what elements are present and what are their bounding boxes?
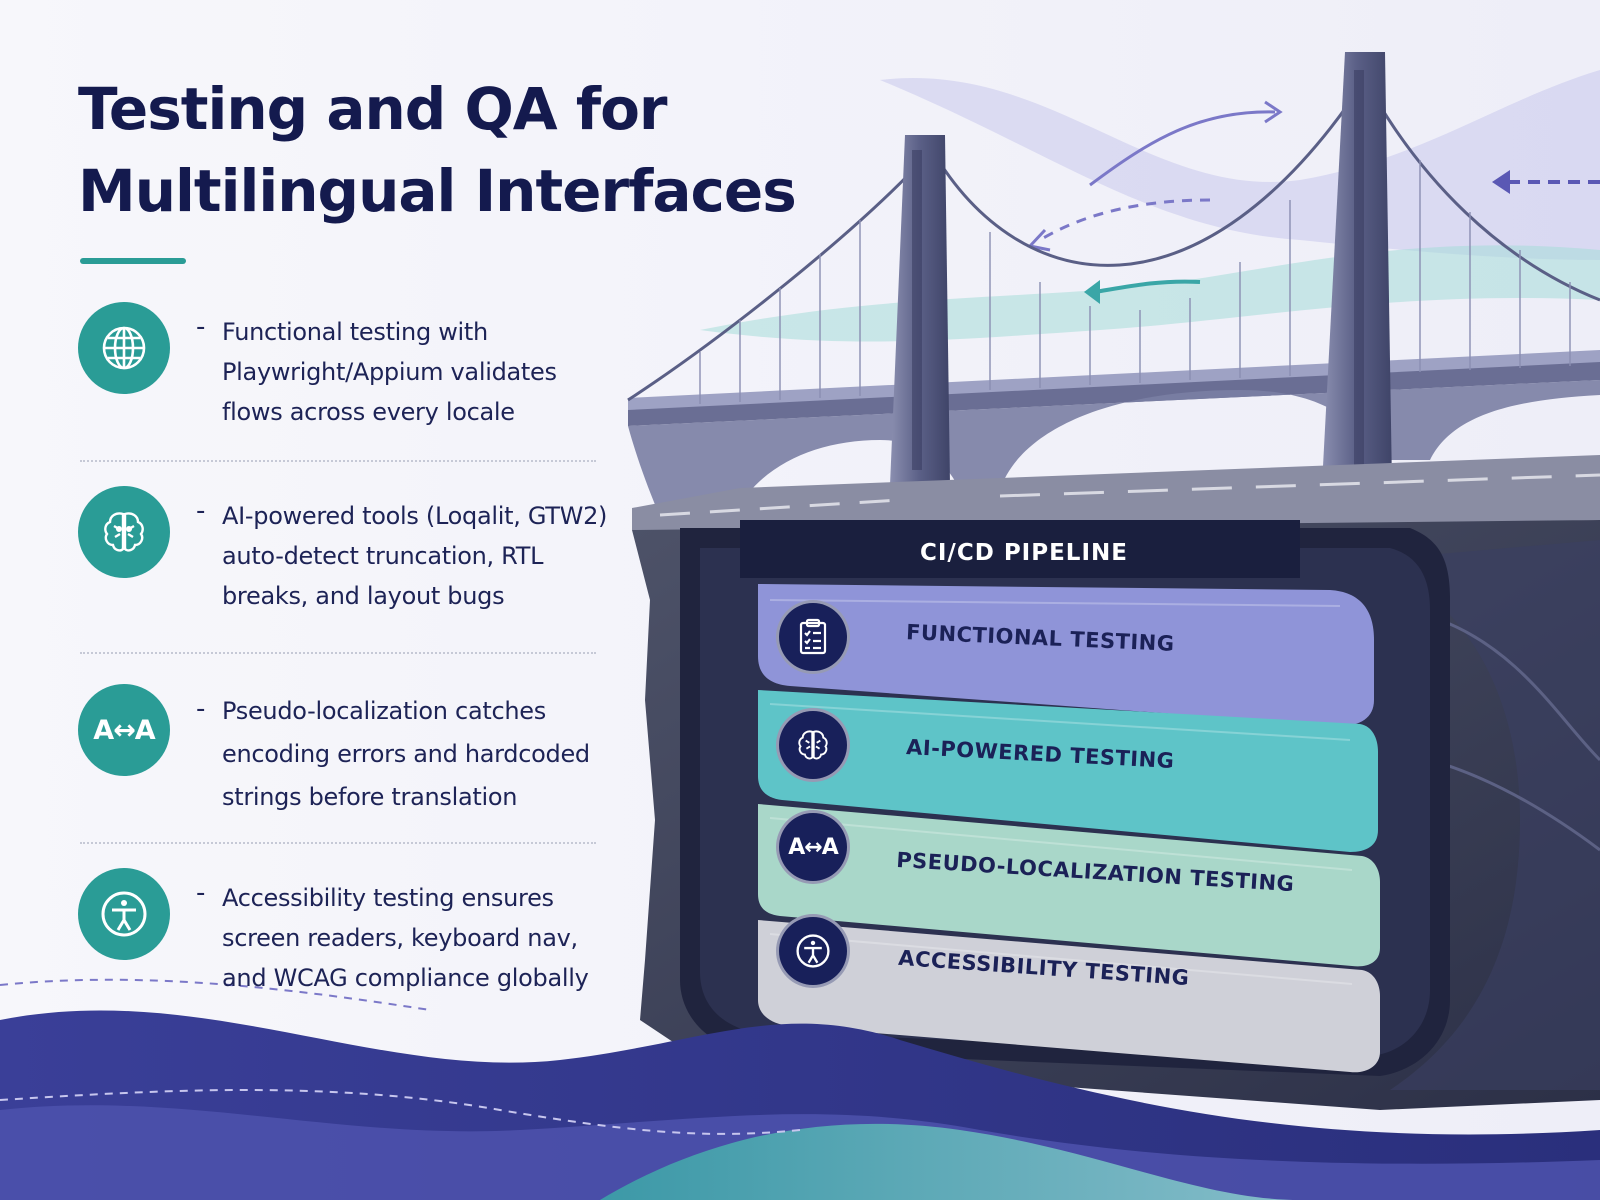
stage-label: FUNCTIONAL TESTING xyxy=(905,620,1176,656)
stage-label: AI-POWERED TESTING xyxy=(905,734,1175,774)
feature-item-accessibility: - Accessibility testing ensures screen r… xyxy=(78,868,598,998)
feature-line: Pseudo-localization catches xyxy=(222,697,546,725)
feature-line: Functional testing with xyxy=(222,318,488,346)
bullet-dash: - xyxy=(196,694,206,724)
feature-line: auto-detect truncation, RTL xyxy=(222,542,544,570)
feature-description: AI-powered tools (Loqalit, GTW2) auto-de… xyxy=(222,496,612,616)
text-swap-glyph: A↔A xyxy=(788,834,838,860)
feature-line: Playwright/Appium validates xyxy=(222,358,557,386)
feature-item-pseudo-localization: A↔A - Pseudo-localization catches encodi… xyxy=(78,684,598,814)
stage-ai-powered-testing: AI-POWERED TESTING xyxy=(758,698,1364,818)
stage-label: PSEUDO-LOCALIZATION TESTING xyxy=(895,847,1295,897)
title-accent-rule xyxy=(80,258,186,264)
accessibility-icon xyxy=(78,868,170,960)
bullet-dash: - xyxy=(196,496,206,526)
text-swap-glyph: A↔A xyxy=(93,714,155,746)
stage-accessibility-testing: ACCESSIBILITY TESTING xyxy=(758,912,1364,1032)
page-title: Testing and QA for Multilingual Interfac… xyxy=(78,68,838,232)
feature-line: encoding errors and hardcoded xyxy=(222,740,590,768)
feature-line: AI-powered tools (Loqalit, GTW2) xyxy=(222,502,608,530)
stage-functional-testing: FUNCTIONAL TESTING xyxy=(758,584,1364,694)
bullet-dash: - xyxy=(196,878,206,908)
feature-description: Accessibility testing ensures screen rea… xyxy=(222,878,612,998)
title-line-1: Testing and QA for xyxy=(78,75,668,143)
feature-line: flows across every locale xyxy=(222,398,515,426)
feature-line: screen readers, keyboard nav, xyxy=(222,924,578,952)
feature-divider xyxy=(80,652,596,654)
brain-icon xyxy=(776,708,850,782)
feature-divider xyxy=(80,460,596,462)
feature-line: breaks, and layout bugs xyxy=(222,582,505,610)
globe-icon xyxy=(78,302,170,394)
feature-description: Functional testing with Playwright/Appiu… xyxy=(222,312,612,432)
feature-item-functional: - Functional testing with Playwright/App… xyxy=(78,302,598,432)
brain-icon xyxy=(78,486,170,578)
title-line-2: Multilingual Interfaces xyxy=(78,157,797,225)
feature-line: and WCAG compliance globally xyxy=(222,964,589,992)
feature-line: Accessibility testing ensures xyxy=(222,884,554,912)
stage-label: ACCESSIBILITY TESTING xyxy=(897,945,1191,991)
feature-item-ai: - AI-powered tools (Loqalit, GTW2) auto-… xyxy=(78,486,607,616)
feature-line: strings before translation xyxy=(222,783,518,811)
text-swap-icon: A↔A xyxy=(776,810,850,884)
text-swap-icon: A↔A xyxy=(78,684,170,776)
pipeline-label: CI/CD PIPELINE xyxy=(920,540,1128,566)
bullet-dash: - xyxy=(196,312,206,342)
feature-divider xyxy=(80,842,596,844)
clipboard-checklist-icon xyxy=(776,600,850,674)
feature-description: Pseudo-localization catches encoding err… xyxy=(222,690,612,819)
stage-pseudo-localization-testing: A↔A PSEUDO-LOCALIZATION TESTING xyxy=(758,810,1364,920)
accessibility-icon xyxy=(776,914,850,988)
